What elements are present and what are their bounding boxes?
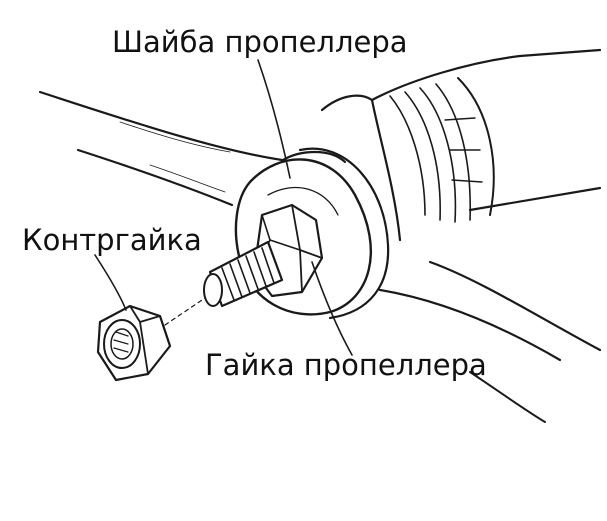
threaded-stud	[203, 240, 284, 308]
nut-label: Гайка пропеллера	[205, 348, 487, 382]
washer-leader-line	[257, 59, 291, 179]
nut-leader-line	[311, 261, 353, 356]
locknut-label: Контргайка	[22, 223, 202, 257]
propeller-hub	[320, 48, 602, 242]
assembly-axis-line	[164, 297, 206, 326]
washer-label: Шайба пропеллера	[112, 25, 408, 59]
locknut	[96, 304, 172, 382]
locknut-leader-line	[94, 254, 127, 311]
propeller-blade	[38, 90, 602, 423]
